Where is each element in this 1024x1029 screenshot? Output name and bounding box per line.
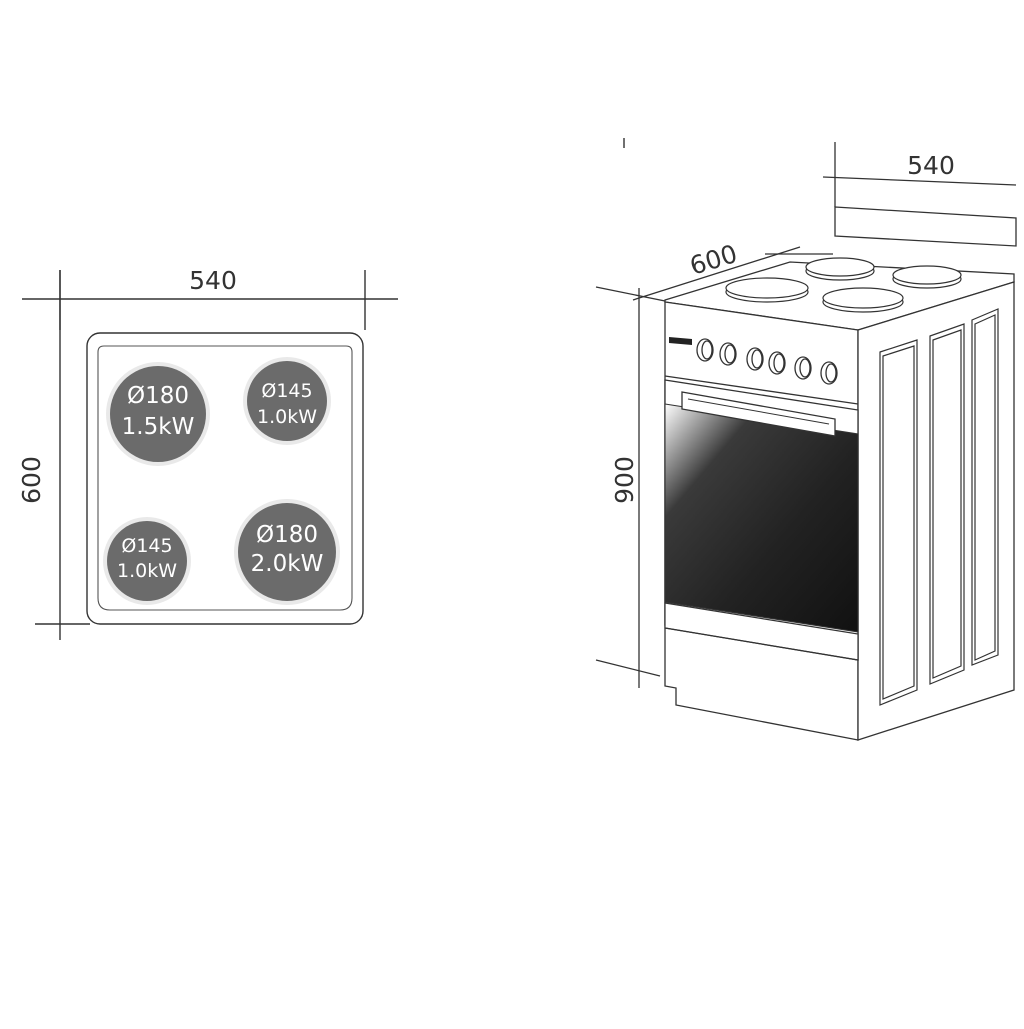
knob (820, 361, 838, 385)
hob-outline (86, 332, 364, 625)
hob-inner-panel (97, 345, 353, 611)
side-panels (879, 308, 999, 706)
handle-highlight (687, 398, 830, 425)
drawer-line (664, 627, 859, 661)
hob-zone-front-right: Ø180 2.0kW (234, 499, 340, 605)
top-depth-dimension (35, 270, 90, 640)
oven-window (664, 403, 859, 633)
cooktop-burners (725, 257, 962, 313)
cooker-width-label: 540 (907, 151, 955, 180)
cooker-depth-label: 600 (686, 239, 740, 281)
knob (746, 347, 764, 371)
cooker-height-label: 900 (610, 456, 639, 504)
knob (696, 338, 714, 362)
cooker-side (857, 281, 1015, 741)
hob-zone-diameter: Ø145 (121, 535, 172, 557)
indicator-light (669, 337, 692, 345)
hob-zone-power: 1.0kW (257, 406, 317, 428)
knob (768, 351, 786, 375)
top-depth-label: 600 (17, 456, 46, 504)
hob-zone-front-left: Ø180 1.5kW (106, 362, 210, 466)
control-panel-divider (664, 375, 859, 405)
cooker-view: 540 600 900 (595, 138, 1017, 741)
backsplash (834, 206, 1017, 247)
knob (794, 356, 812, 380)
hob-zone-power: 1.0kW (117, 560, 177, 582)
oven-door-handle (681, 391, 836, 437)
hob-zone-front-left-small: Ø145 1.0kW (103, 517, 191, 605)
top-view: 540 600 Ø180 1.5kW Ø145 1.0kW Ø145 1.0kW (17, 266, 398, 640)
knob (719, 342, 737, 366)
hob-zone-rear-right: Ø145 1.0kW (243, 357, 331, 445)
hob-zone-diameter: Ø180 (256, 522, 318, 548)
cooker-depth-dimension (632, 246, 833, 301)
cooker-width-dimension (822, 142, 1017, 207)
hob-zone-power: 2.0kW (251, 551, 324, 577)
top-width-label: 540 (189, 266, 237, 295)
cooker-height-dimension (595, 286, 666, 688)
hob-zone-diameter: Ø145 (261, 380, 312, 402)
hob-zone-power: 1.5kW (122, 414, 195, 440)
hob-zone-diameter: Ø180 (127, 383, 189, 409)
control-knobs (696, 338, 838, 385)
